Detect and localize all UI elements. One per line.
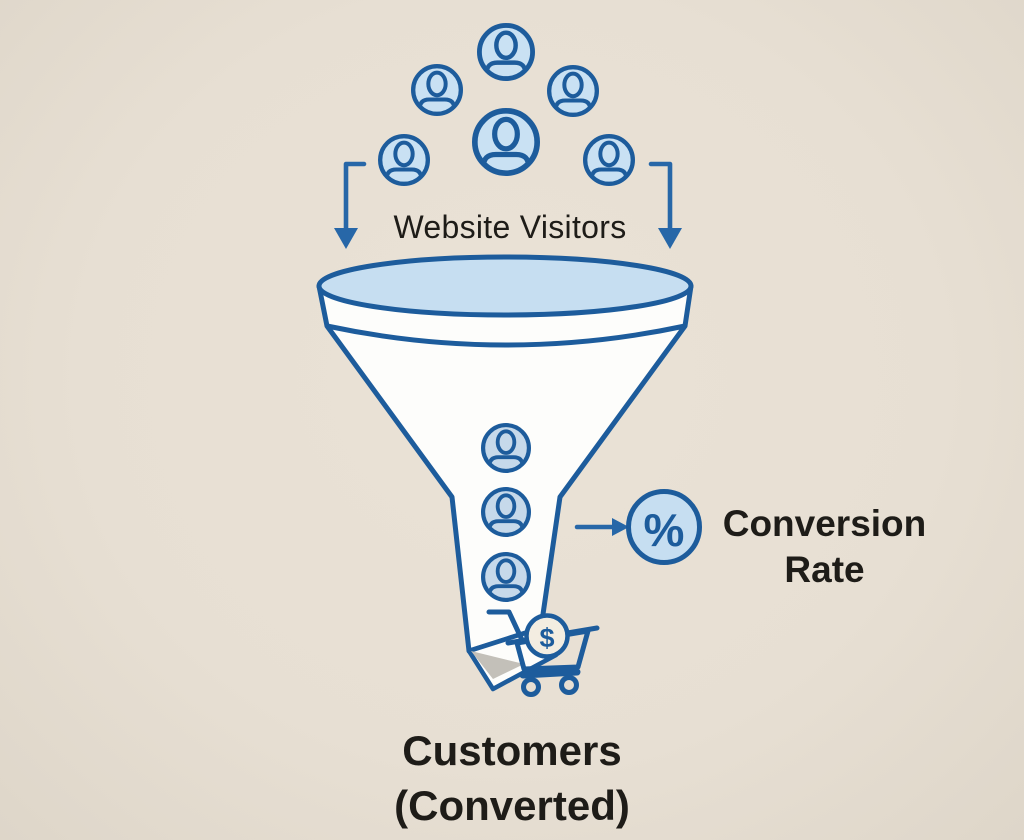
visitor-icon [479, 25, 532, 80]
person-icon [483, 554, 529, 601]
conversion-arrow [574, 518, 629, 536]
website-visitors-label: Website Visitors [393, 209, 627, 245]
dollar-coin-icon: $ [524, 613, 570, 659]
visitor-icon [585, 136, 633, 185]
conversion-rate-line1: Conversion [722, 503, 927, 544]
visitor-icon [549, 67, 597, 116]
visitor-icons [380, 25, 633, 185]
percent-glyph: % [644, 504, 685, 556]
funnel-spout-shadow [471, 651, 524, 679]
dollar-glyph: $ [539, 623, 554, 653]
person-icon [483, 425, 529, 472]
customers-converted-label: Customers (Converted) [332, 724, 692, 833]
conversion-rate-line2: Rate [784, 549, 865, 591]
funnel [316, 254, 694, 692]
customers-line1: Customers [402, 727, 622, 774]
visitor-icon [413, 66, 461, 115]
down-arrow-left [334, 161, 367, 249]
down-arrow-right [648, 161, 682, 249]
funnel-rim-edge [326, 323, 686, 348]
conversion-rate-label: Conversion Rate [702, 501, 947, 594]
funnel-person-icons [483, 425, 529, 601]
person-icon [483, 489, 529, 536]
customers-line2: (Converted) [394, 781, 630, 829]
visitor-icon [380, 136, 428, 185]
visitor-icon [475, 111, 537, 175]
percent-icon: % [626, 489, 702, 565]
funnel-top-opening [316, 254, 694, 318]
